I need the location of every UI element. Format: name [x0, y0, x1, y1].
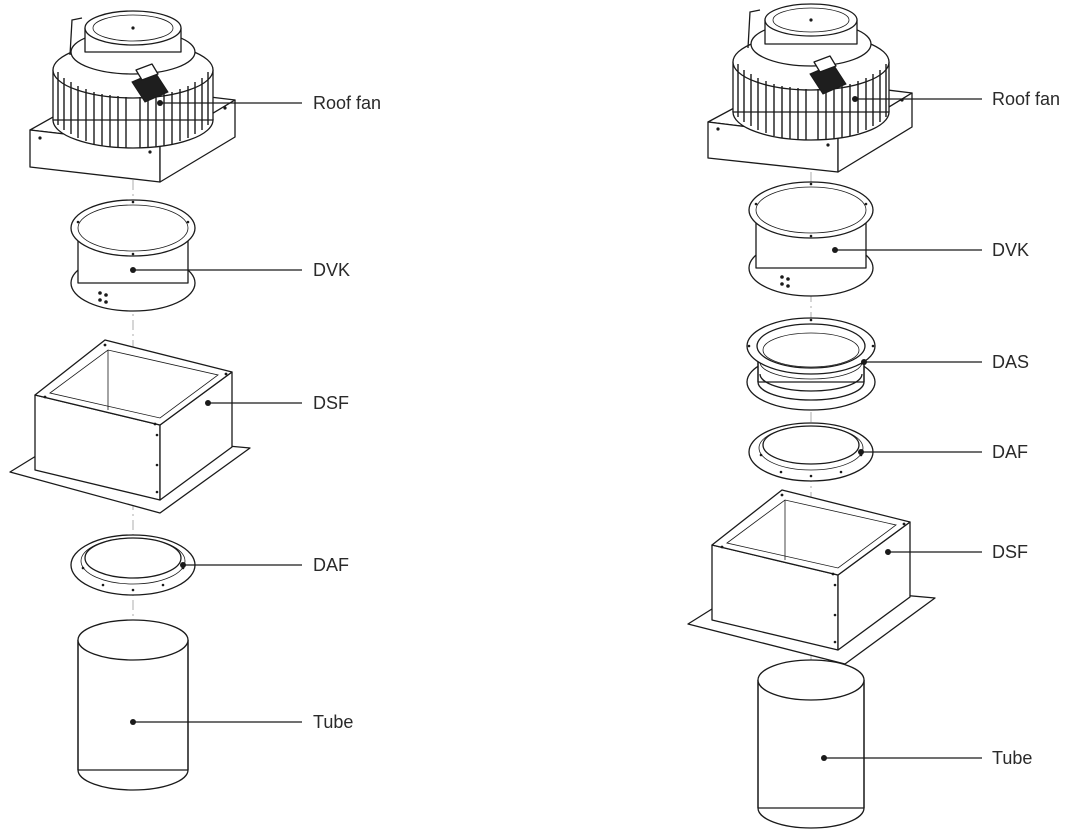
right-label-das: DAS [992, 352, 1029, 372]
right-tube [757, 659, 865, 829]
right-leaders [821, 96, 982, 761]
left-label-dsf: DSF [313, 393, 349, 413]
right-fan-fins [737, 64, 887, 140]
right-roof-fan [707, 3, 913, 173]
right-label-dsf: DSF [992, 542, 1028, 562]
left-label-tube: Tube [313, 712, 353, 732]
left-roof-fan [29, 10, 236, 183]
right-label-tube: Tube [992, 748, 1032, 768]
right-label-roof-fan: Roof fan [992, 89, 1060, 109]
left-assembly: Roof fan DVK DSF DAF Tube [9, 10, 381, 791]
right-daf [748, 422, 874, 482]
left-daf [70, 534, 196, 596]
left-terminal-box [131, 63, 169, 103]
right-dsf [687, 489, 936, 665]
left-leaders [130, 100, 302, 725]
left-dsf [9, 339, 251, 514]
right-assembly: Roof fan DVK DAS DAF DSF Tube [687, 3, 1060, 829]
right-label-daf: DAF [992, 442, 1028, 462]
right-das [746, 317, 876, 411]
left-label-roof-fan: Roof fan [313, 93, 381, 113]
left-tube [77, 619, 189, 791]
left-fan-fins [57, 72, 209, 148]
left-dvk [70, 199, 196, 312]
left-label-daf: DAF [313, 555, 349, 575]
right-dvk [748, 181, 874, 297]
right-label-dvk: DVK [992, 240, 1029, 260]
left-label-dvk: DVK [313, 260, 350, 280]
right-terminal-box [809, 55, 847, 95]
